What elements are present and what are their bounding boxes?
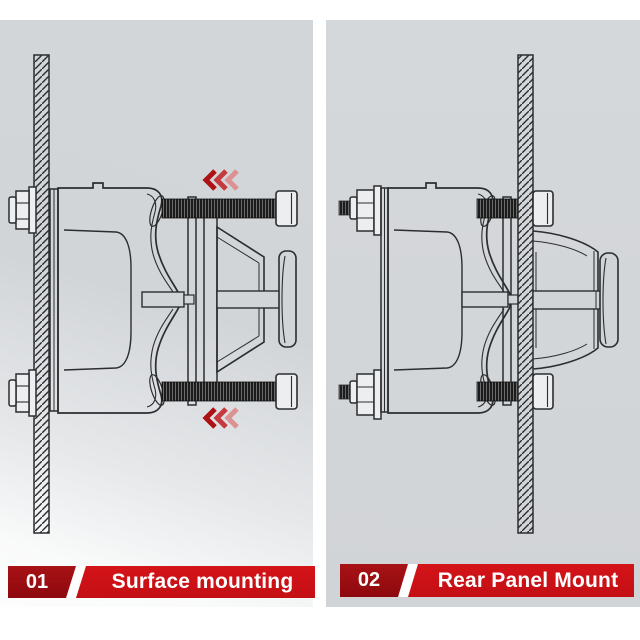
mounting-screw-head-top [532, 190, 554, 227]
speaker-housing [380, 182, 519, 414]
step-number-badge: 02 [340, 564, 408, 597]
mounting-screw-thread-top [476, 198, 519, 219]
mounting-screw-head-bottom [532, 373, 554, 410]
step-label: Surface mounting [111, 570, 294, 593]
wall-panel-cross-section [33, 54, 50, 534]
rear-panel-mount-diagram [338, 54, 619, 534]
press-left-arrows-icon [202, 169, 239, 191]
speaker-driver-cone-front [532, 230, 619, 370]
surface-mounting-diagram [8, 54, 298, 534]
step-banner-rear-panel-mount: 02 Rear Panel Mount [340, 564, 634, 597]
step-label: Rear Panel Mount [437, 568, 619, 592]
mounting-screw-thread-bottom [476, 381, 519, 402]
step-number-badge: 01 [8, 566, 76, 598]
step-label-box: Rear Panel Mount [408, 564, 634, 597]
mounting-screw-bottom [161, 373, 298, 410]
step-number: 02 [357, 569, 381, 591]
rear-bolt-bottom [8, 369, 37, 417]
step-number: 01 [25, 570, 49, 593]
press-left-arrows-icon [202, 407, 239, 429]
mounting-screw-top [161, 190, 298, 227]
rear-stud-bottom [338, 369, 382, 420]
step-label-box: Surface mounting [76, 566, 315, 598]
rear-bolt-top [8, 186, 37, 234]
panel-surface-mounting: 01 Surface mounting [0, 20, 315, 607]
rear-stud-top [338, 185, 382, 236]
panel-rear-panel-mount: 02 Rear Panel Mount [326, 20, 640, 607]
speaker-driver-cone [141, 225, 297, 374]
step-banner-surface-mounting: 01 Surface mounting [8, 566, 315, 598]
wall-panel-cross-section [517, 54, 534, 534]
